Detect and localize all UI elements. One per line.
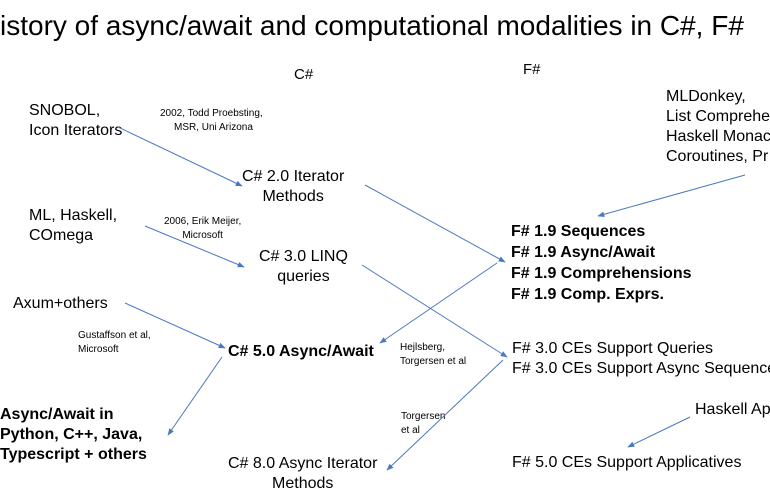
source-snobol-line-1: SNOBOL, [29,102,101,119]
source-mldonkey-line-1: MLDonkey, [666,88,746,105]
source-ml-haskell-comega: ML, Haskell, COmega [29,206,117,246]
node-fsharp-1-9: F# 1.9 Sequences F# 1.9 Async/Await F# 1… [511,221,692,305]
node-csharp-5-async: C# 5.0 Async/Await [228,343,374,360]
annotation-proebsting: 2002, Todd Proebsting, MSR, Uni Arizona [160,107,263,134]
node-csharp-8-async-iterator: C# 8.0 Async Iterator Methods [228,454,377,494]
annotation-meijer-line-1: 2006, Erik Meijer, [164,216,242,227]
arrow-mldonkey-to-fsharp19 [597,174,746,218]
arrow-ml-to-linq [144,225,245,268]
arrow-csharp5-to-other-langs [167,356,223,436]
diagram-title: istory of async/await and computational … [0,10,744,41]
annotation-hejlsberg: Hejlsberg, Torgersen et al [400,341,466,368]
source-snobol-icon: SNOBOL, Icon Iterators [29,101,122,141]
source-mldonkey: MLDonkey, List Comprehe Haskell Monac Co… [666,87,770,167]
annotation-meijer-line-2: Microsoft [182,229,223,241]
node-csharp-3-line-1: C# 3.0 LINQ [259,248,348,265]
annotation-torgersen-line-2: et al [401,424,420,436]
node-fsharp-1-9-comp-exprs: F# 1.9 Comp. Exprs. [511,286,664,304]
node-csharp-3-line-2: queries [277,268,330,285]
node-csharp-2-iterator: C# 2.0 Iterator Methods [242,167,344,207]
annotation-torgersen-line-1: Torgersen [401,411,446,422]
source-mldonkey-line-3: Haskell Monac [666,128,770,145]
node-csharp-2-line-2: Methods [262,188,324,205]
source-ml-line-1: ML, Haskell, [29,207,118,224]
node-fsharp-3-0-async-sequences: F# 3.0 CEs Support Async Sequences [512,360,770,378]
annotation-gustaffson-line-2: Microsoft [78,343,119,355]
node-csharp-8-line-2: Methods [272,475,334,492]
arrow-snobol-to-csharp2 [117,126,243,187]
source-mldonkey-line-4: Coroutines, Pr [666,148,769,165]
annotation-hejlsberg-line-2: Torgersen et al [400,355,467,367]
node-fsharp-1-9-sequences: F# 1.9 Sequences [511,223,646,240]
arrow-haskell-ap-to-fsharp50 [627,416,691,448]
arrow-axum-to-csharp5 [124,302,226,349]
arrow-linq-to-fsharp30 [361,264,508,358]
node-other-languages: Async/Await in Python, C++, Java, Typesc… [0,405,147,465]
node-fsharp-5-0: F# 5.0 CEs Support Applicatives [512,454,742,471]
source-ml-line-2: COmega [29,227,94,244]
arrow-fsharp30-to-csharp8 [386,359,504,471]
csharp-column-header: C# [294,66,314,83]
node-csharp-3-linq: C# 3.0 LINQ queries [259,247,348,287]
annotation-gustaffson-line-1: Gustaffson et al, [78,330,151,341]
node-fsharp-1-9-async: F# 1.9 Async/Await [511,244,656,262]
source-snobol-line-2: Icon Iterators [29,122,123,139]
fsharp-column-header: F# [523,61,541,78]
other-langs-line-1: Async/Await in [0,406,114,423]
arrow-fsharp19-to-csharp5 [379,262,498,344]
annotation-proebsting-line-1: 2002, Todd Proebsting, [160,108,263,119]
node-fsharp-3-0: F# 3.0 CEs Support Queries F# 3.0 CEs Su… [512,339,770,380]
annotation-hejlsberg-line-1: Hejlsberg, [400,342,446,353]
source-haskell-applicatives: Haskell Ap [695,401,770,418]
node-fsharp-3-0-queries: F# 3.0 CEs Support Queries [512,340,713,357]
node-csharp-8-line-1: C# 8.0 Async Iterator [228,455,378,472]
other-langs-line-2: Python, C++, Java, [0,426,143,443]
source-axum: Axum+others [13,295,108,312]
node-csharp-2-line-1: C# 2.0 Iterator [242,168,345,185]
other-langs-line-3: Typescript + others [0,446,147,463]
arrow-csharp2-to-fsharp19 [364,184,506,263]
annotation-proebsting-line-2: MSR, Uni Arizona [174,121,253,133]
source-mldonkey-line-2: List Comprehe [666,108,770,125]
annotation-meijer: 2006, Erik Meijer, Microsoft [164,215,241,242]
annotation-torgersen: Torgersen et al [401,410,445,437]
annotation-gustaffson: Gustaffson et al, Microsoft [78,329,151,356]
node-fsharp-1-9-comprehensions: F# 1.9 Comprehensions [511,265,692,283]
